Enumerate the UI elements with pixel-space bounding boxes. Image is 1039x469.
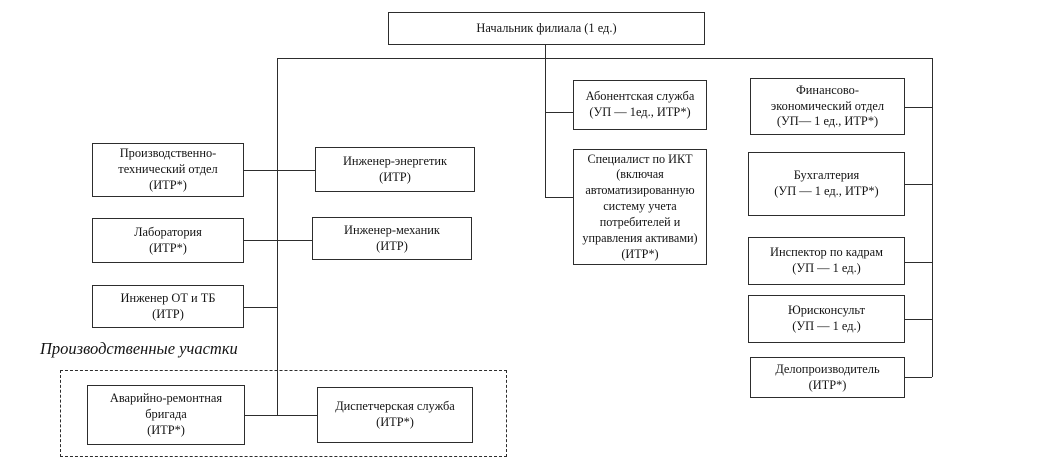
connector-avariyno-dispetcher bbox=[245, 415, 317, 417]
org-node-buh: Бухгалтерия (УП — 1 ед., ИТР*) bbox=[748, 152, 905, 216]
connector-jurist-trunk bbox=[905, 319, 932, 321]
org-node-dispetcher: Диспетчерская служба (ИТР*) bbox=[317, 387, 473, 443]
connector-trunk-abonent bbox=[545, 112, 574, 114]
org-node-delo: Делопроизводитель (ИТР*) bbox=[750, 357, 905, 398]
production-sections-label: Производственные участки bbox=[40, 339, 238, 358]
connector-fin-trunk bbox=[905, 107, 932, 109]
connector-right-trunk bbox=[932, 58, 934, 377]
connector-left-trunk bbox=[277, 58, 279, 415]
connector-buh-trunk bbox=[905, 184, 932, 186]
connector-lab-mekhanik bbox=[244, 240, 312, 242]
org-node-head: Начальник филиала (1 ед.) bbox=[388, 12, 705, 45]
org-node-ot-tb: Инженер ОТ и ТБ (ИТР) bbox=[92, 285, 244, 328]
connector-trunk-ikt bbox=[545, 197, 573, 199]
org-node-fin: Финансово- экономический отдел (УП— 1 ед… bbox=[750, 78, 905, 135]
connector-delo-trunk bbox=[905, 377, 932, 379]
connector-ottb-trunk bbox=[244, 307, 277, 309]
org-node-avariyno: Аварийно-ремонтная бригада (ИТР*) bbox=[87, 385, 245, 445]
org-node-jurist: Юрисконсульт (УП — 1 ед.) bbox=[748, 295, 905, 343]
connector-inspektor-trunk bbox=[905, 262, 932, 264]
org-node-abonent: Абонентская служба (УП — 1ед., ИТР*) bbox=[573, 80, 707, 130]
production-sections-group bbox=[60, 370, 507, 457]
org-node-ikt: Специалист по ИКТ (включая автоматизиров… bbox=[573, 149, 707, 265]
connector-head-trunk bbox=[545, 45, 547, 197]
connector-pto-energetik bbox=[244, 170, 315, 172]
connector-main-horizontal bbox=[277, 58, 933, 60]
org-node-pto: Производственно- технический отдел (ИТР*… bbox=[92, 143, 244, 197]
org-node-lab: Лаборатория (ИТР*) bbox=[92, 218, 244, 263]
org-node-inspektor: Инспектор по кадрам (УП — 1 ед.) bbox=[748, 237, 905, 285]
org-node-energetik: Инженер-энергетик (ИТР) bbox=[315, 147, 475, 192]
org-node-mekhanik: Инженер-механик (ИТР) bbox=[312, 217, 472, 260]
